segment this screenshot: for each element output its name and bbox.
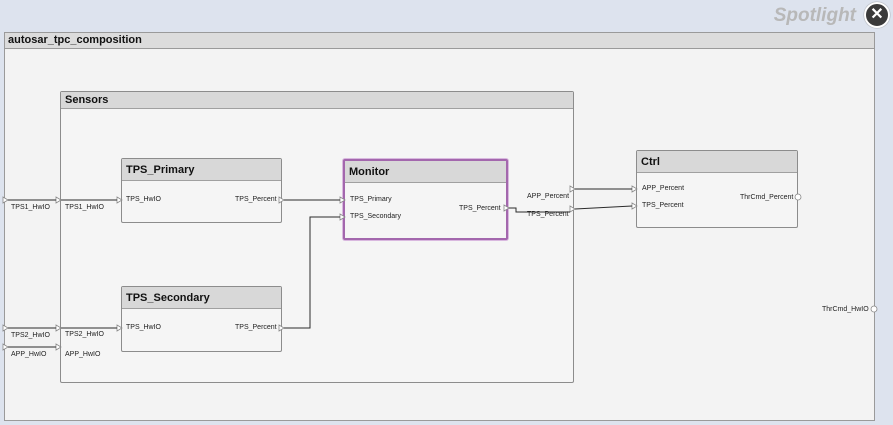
root-tps1-label: TPS1_HwIO [11, 204, 50, 211]
root-tps2-label: TPS2_HwIO [11, 332, 50, 339]
sensors-in-tps1-label: TPS1_HwIO [65, 204, 104, 211]
tps-secondary-title: TPS_Secondary [122, 287, 281, 309]
tps-secondary-block[interactable]: TPS_Secondary [121, 286, 282, 352]
monitor-in1-label: TPS_Primary [350, 196, 392, 203]
root-thrcmd-label: ThrCmd_HwIO [822, 306, 869, 313]
ctrl-out-label: ThrCmd_Percent [740, 194, 794, 201]
ctrl-in2-label: TPS_Percent [642, 202, 684, 209]
monitor-title: Monitor [345, 161, 506, 183]
sensors-in-app-label: APP_HwIO [65, 351, 101, 358]
close-icon[interactable]: ✕ [864, 2, 890, 28]
sensors-out-app-label: APP_Percent [527, 193, 570, 200]
tps-secondary-out-label: TPS_Percent [235, 324, 277, 331]
ctrl-block[interactable]: Ctrl [636, 150, 798, 228]
tps-primary-block[interactable]: TPS_Primary [121, 158, 282, 223]
tps-primary-out-label: TPS_Percent [235, 196, 277, 203]
monitor-out-label: TPS_Percent [459, 205, 501, 212]
monitor-in2-label: TPS_Secondary [350, 213, 401, 220]
monitor-block[interactable]: Monitor [343, 159, 508, 240]
root-app-label: APP_HwIO [11, 351, 47, 358]
tps-primary-title: TPS_Primary [122, 159, 281, 181]
ctrl-in1-label: APP_Percent [642, 185, 685, 192]
sensors-out-tps-label: TPS_Percent [527, 211, 569, 218]
ctrl-title: Ctrl [637, 151, 797, 173]
sensors-title: Sensors [61, 92, 573, 109]
composition-title: autosar_tpc_composition [5, 33, 874, 49]
tps-secondary-in-label: TPS_HwIO [126, 324, 162, 331]
spotlight-label: Spotlight [773, 5, 856, 26]
tps-primary-in-label: TPS_HwIO [126, 196, 162, 203]
sensors-in-tps2-label: TPS2_HwIO [65, 331, 104, 338]
